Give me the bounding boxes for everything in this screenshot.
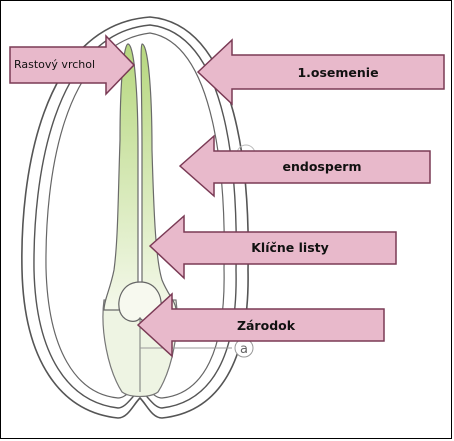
arrow-seed-coat: 1.osemenie [198,40,444,104]
circle-letter: a [240,342,248,357]
cotyledon-right [141,44,176,310]
label-growth-tip: Rastový vrchol [14,58,95,71]
arrow-growth-tip: Rastový vrchol [10,36,134,94]
label-seed-coat: 1.osemenie [297,65,378,80]
label-cotyledons: Klíčne listy [251,240,329,255]
label-endosperm: endosperm [283,159,362,174]
label-embryo: Zárodok [237,318,296,333]
arrow-cotyledons: Klíčne listy [150,216,396,278]
